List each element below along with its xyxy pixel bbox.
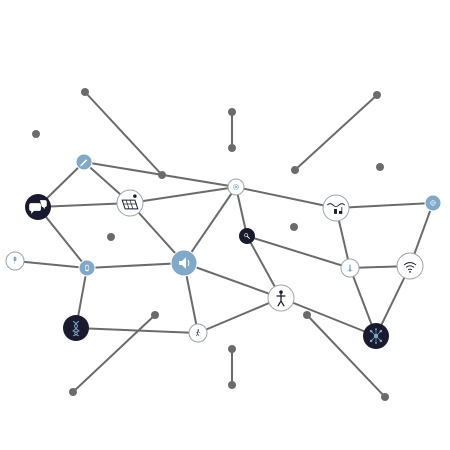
node-circle <box>239 228 255 244</box>
node-network <box>363 323 389 349</box>
line-endpoint-dot <box>291 166 299 174</box>
smartphone-icon <box>85 264 89 272</box>
edge-gear-speaker <box>183 186 237 264</box>
node-search <box>239 228 255 244</box>
line-endpoint-dot <box>381 393 389 401</box>
node-speaker <box>170 249 198 277</box>
edge-pen-gear <box>83 161 237 188</box>
line-endpoint-dot <box>81 88 89 96</box>
edge-speaker-person <box>183 262 282 299</box>
isolated-dot <box>32 130 40 138</box>
line-endpoint-dot <box>228 144 236 152</box>
edge-solar-gear <box>129 186 237 204</box>
decorative-lines <box>69 88 389 401</box>
edge-phone-speaker <box>86 262 185 269</box>
line-endpoint-dot <box>228 345 236 353</box>
edge-chat-solar <box>37 202 131 208</box>
node-weather <box>322 194 350 222</box>
node-person <box>267 284 295 312</box>
edge-person-network <box>280 297 377 337</box>
isolated-dot <box>290 223 298 231</box>
line-endpoint-dot <box>228 108 236 116</box>
node-circle <box>322 194 350 222</box>
edge-phone-bulb <box>14 260 88 269</box>
isolated-dot <box>107 233 115 241</box>
node-walker <box>188 323 208 343</box>
node-wifi <box>396 252 424 280</box>
node-chat <box>25 194 51 220</box>
edge-dna-walker <box>75 327 199 334</box>
node-circle <box>188 323 208 343</box>
decorative-line <box>294 94 378 171</box>
edge-weather-globe <box>335 202 434 209</box>
node-gear <box>227 178 245 196</box>
graph-nodes <box>5 153 442 349</box>
decorative-line <box>84 91 163 176</box>
node-circle <box>116 189 144 217</box>
edge-gear-weather <box>235 186 337 209</box>
line-endpoint-dot <box>69 388 77 396</box>
isolated-dot <box>376 163 384 171</box>
line-endpoint-dot <box>303 311 311 319</box>
node-globe <box>424 194 442 212</box>
node-bulb <box>5 251 25 271</box>
decorative-line <box>306 314 386 398</box>
node-solar <box>116 189 144 217</box>
line-endpoint-dot <box>151 311 159 319</box>
graph-edges <box>14 161 434 337</box>
decorative-line <box>72 314 156 393</box>
line-endpoint-dot <box>373 91 381 99</box>
edge-chat-phone <box>37 206 88 269</box>
edge-search-thermo <box>246 235 351 269</box>
edge-walker-person <box>197 297 282 334</box>
node-phone <box>78 259 96 277</box>
node-pen <box>75 153 93 171</box>
node-thermo <box>340 258 360 278</box>
node-dna <box>63 315 89 341</box>
line-endpoint-dot <box>228 381 236 389</box>
isolated-dots <box>32 130 384 241</box>
